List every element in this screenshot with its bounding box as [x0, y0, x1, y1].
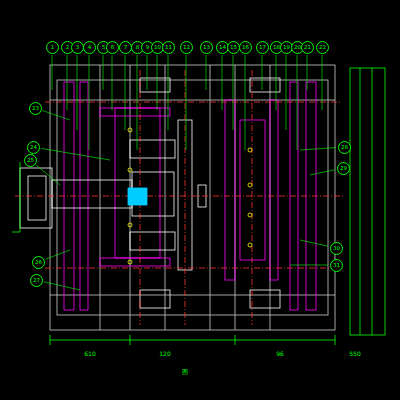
leader-line: [137, 55, 138, 150]
callout-number: 27: [30, 274, 43, 287]
leader-line: [103, 55, 104, 90]
callout-number: 29: [337, 162, 350, 175]
callout-number: 17: [256, 41, 269, 54]
leader-line: [52, 55, 53, 90]
leader-line: [44, 282, 80, 290]
leader-line: [300, 240, 328, 246]
leader-line: [206, 55, 207, 90]
leader-line: [262, 55, 263, 90]
callout-number: 11: [162, 41, 175, 54]
callout-number: 6: [106, 41, 119, 54]
dimension-text: 610: [83, 350, 96, 357]
leader-line: [168, 55, 169, 130]
callout-number: 28: [338, 141, 351, 154]
callout-number: 24: [27, 141, 40, 154]
dimension-text: 120: [158, 350, 171, 357]
leader-line: [125, 55, 126, 130]
leader-line: [43, 111, 70, 120]
leader-line: [186, 55, 187, 150]
leader-line: [286, 55, 287, 130]
leader-line: [67, 55, 68, 110]
dimension-text: 96: [275, 350, 285, 357]
callout-number: 4: [83, 41, 96, 54]
callout-number: 31: [330, 259, 343, 272]
leader-line: [112, 55, 113, 110]
leader-line: [222, 55, 223, 110]
leader-line: [45, 250, 70, 259]
leader-line: [36, 165, 60, 185]
leader-line: [300, 148, 336, 150]
leader-line: [147, 55, 148, 90]
dimension-text: 图: [181, 368, 189, 375]
leader-line: [322, 55, 323, 110]
callout-number: 30: [330, 242, 343, 255]
leader-line: [276, 55, 277, 110]
leader-line: [297, 55, 298, 150]
callout-number: 12: [180, 41, 193, 54]
callout-number: 22: [316, 41, 329, 54]
callout-number: 23: [29, 102, 42, 115]
leader-line: [310, 170, 335, 175]
leader-line: [233, 55, 234, 130]
leader-line: [41, 148, 110, 160]
leader-line: [89, 55, 90, 150]
callout-number: 21: [301, 41, 314, 54]
callout-number: 16: [239, 41, 252, 54]
leader-line: [157, 55, 158, 110]
callout-number: 26: [32, 256, 45, 269]
leader-line: [307, 55, 308, 90]
callout-number: 13: [200, 41, 213, 54]
leader-line: [290, 265, 328, 266]
leader-line: [245, 55, 246, 150]
leader-line: [77, 55, 78, 130]
callout-number: 1: [46, 41, 59, 54]
dimension-text: 550: [348, 350, 361, 357]
callout-number: 25: [24, 154, 37, 167]
